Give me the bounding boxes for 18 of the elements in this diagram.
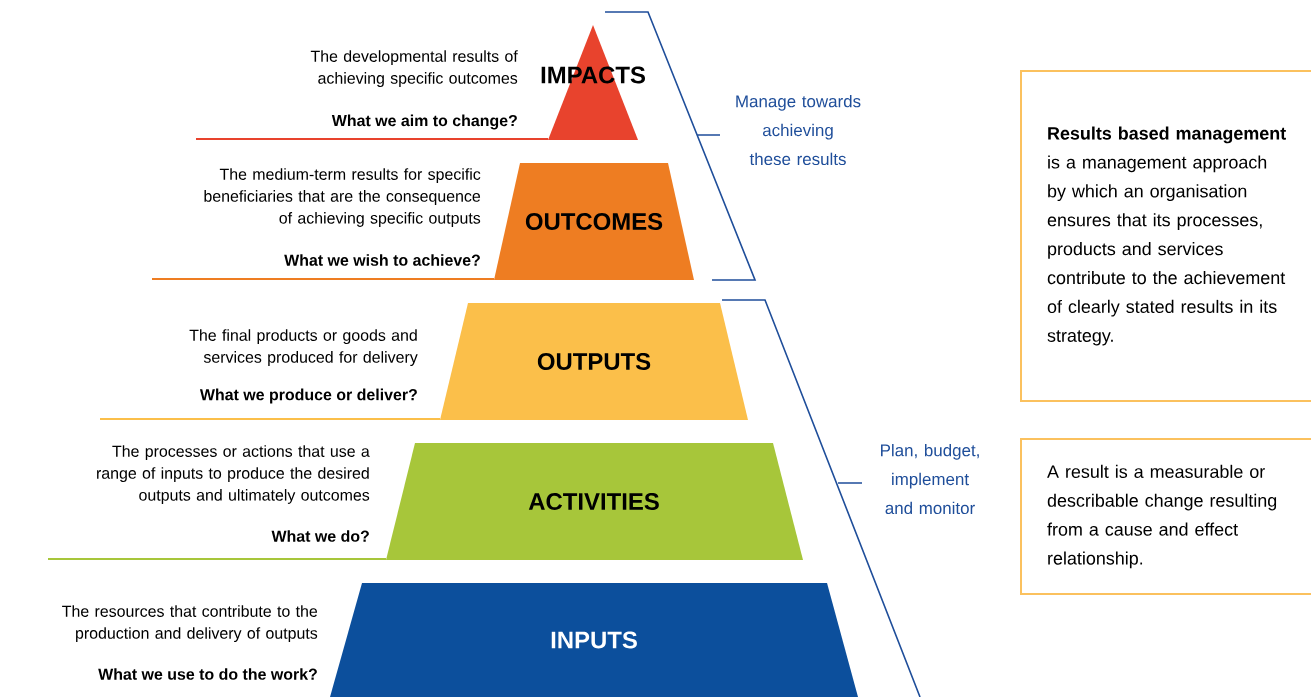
question-text: What we wish to achieve? xyxy=(284,254,480,266)
pyramid-level: ACTIVITIES xyxy=(386,443,803,560)
description-text: The medium-term results for specific beneficiaries that are the consequence of achieving specific outputs xyxy=(204,168,481,227)
description-text: The resources that contribute to the production and delivery of outputs xyxy=(62,605,318,642)
pyramid-level: INPUTS xyxy=(330,583,858,697)
definition-box: Results based management is a management approach by which an organisation ensures that its processes, products and services contribute to the achievement of clearly stated results in its strategy. xyxy=(1020,70,1311,402)
pyramid-level: OUTCOMES xyxy=(494,163,694,280)
question-text: What we produce or deliver? xyxy=(199,388,417,404)
pyramid-level: OUTPUTS xyxy=(440,303,748,420)
description-text: The processes or actions that use a range of inputs to produce the desired outputs and ultimately outcomes xyxy=(97,445,370,504)
description-text: The final products or goods and services produced for delivery xyxy=(189,329,418,366)
question-text: What we do? xyxy=(271,530,369,542)
bracket-label: Plan, budget, implement and monitor xyxy=(881,443,979,515)
definition-box: A result is a measurable or describable change resulting from a cause and effect relationship. xyxy=(1020,438,1311,595)
bracket-label: Manage towards achieving these results xyxy=(736,94,861,166)
question-text: What we use to do the work? xyxy=(98,668,317,680)
description-text: The developmental results of achieving specific outcomes xyxy=(310,50,518,87)
question-text: What we aim to change? xyxy=(331,114,517,130)
